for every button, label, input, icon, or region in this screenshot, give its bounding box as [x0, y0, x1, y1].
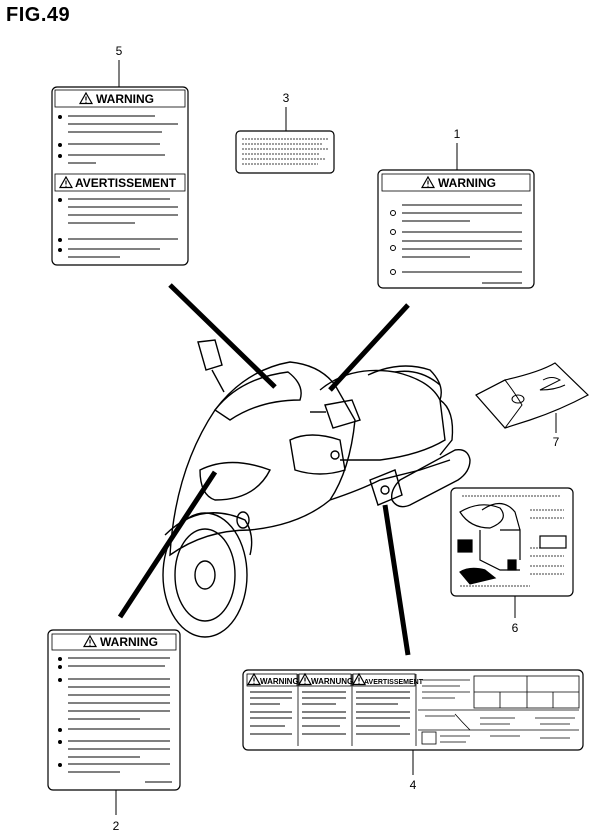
callout-number-7: 7 [553, 435, 560, 449]
label-4-heading-warnung: WARNUNG [311, 677, 353, 686]
label-4[interactable]: WARNING WARNUNG AVERTISSEMENT [242, 669, 584, 792]
callout-number-1: 1 [454, 127, 461, 141]
leader-lines [117, 283, 411, 656]
label-4-heading-avertissement: AVERTISSEMENT [364, 679, 424, 686]
label-6-wiring[interactable]: 6 [450, 487, 574, 635]
callout-number-4: 4 [410, 778, 417, 792]
callout-number-3: 3 [283, 91, 290, 105]
callout-number-5: 5 [116, 44, 123, 58]
pouch-7[interactable]: 7 [475, 362, 590, 449]
label-5[interactable]: 5 WARNING AVERTISSEMENT [51, 44, 189, 266]
label-2-heading-warning: WARNING [100, 635, 158, 649]
label-1[interactable]: 1 WARNING [377, 127, 535, 289]
label-5-heading-avertissement: AVERTISSEMENT [75, 176, 177, 190]
figure-title: FIG.49 [6, 4, 71, 26]
callout-number-2: 2 [113, 819, 120, 833]
label-3[interactable]: 3 [235, 91, 335, 174]
label-5-heading-warning: WARNING [96, 92, 154, 106]
label-2[interactable]: WARNING 2 [47, 629, 181, 833]
label-4-heading-warning: WARNING [260, 677, 299, 686]
callout-number-6: 6 [512, 621, 519, 635]
label-1-heading-warning: WARNING [438, 176, 496, 190]
motorcycle-illustration [162, 339, 471, 638]
